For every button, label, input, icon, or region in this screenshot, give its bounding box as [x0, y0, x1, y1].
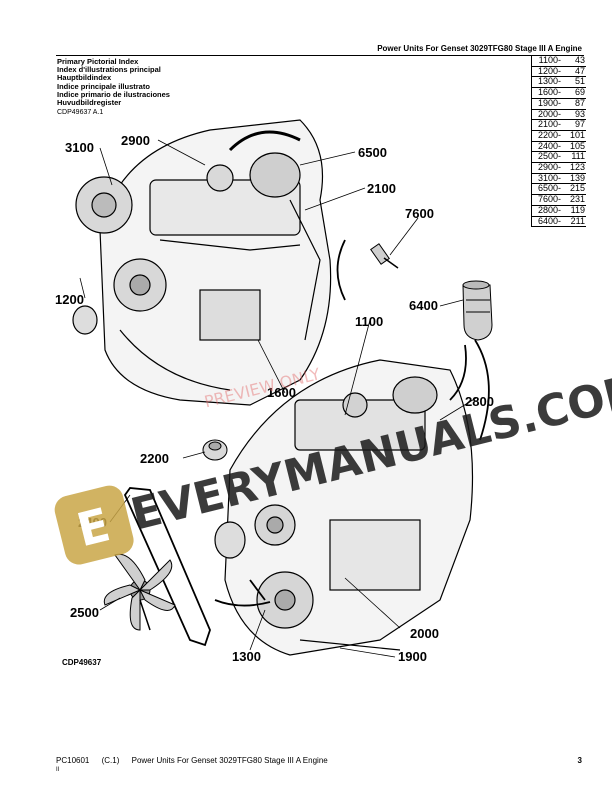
footer-change-code: (C.1) — [101, 756, 120, 765]
index-table-row: 7600-231 — [531, 194, 586, 206]
watermark-logo — [54, 485, 134, 565]
index-group-number: 1300- — [531, 77, 562, 89]
index-table-row: 3100-139 — [531, 173, 586, 185]
index-page-number: 231 — [562, 194, 586, 206]
callout-1200: 1200 — [55, 292, 84, 307]
fan-illustration — [103, 553, 176, 631]
callout-6400: 6400 — [409, 298, 438, 313]
callout-2100: 2100 — [367, 181, 396, 196]
index-table-row: 6400-211 — [531, 216, 586, 228]
index-title-de: Hauptbildindex — [57, 73, 112, 83]
header-divider — [56, 55, 584, 56]
leader-lines — [79, 139, 477, 658]
index-group-number: 2900- — [531, 162, 562, 174]
thermostat-illustration — [202, 439, 228, 461]
index-page-number: 215 — [562, 184, 586, 196]
index-page-number: 47 — [562, 66, 586, 78]
index-table-row: 2100-97 — [531, 119, 586, 131]
index-group-number: 2800- — [531, 205, 562, 217]
index-title-fr: Index d'illustrations principal — [57, 65, 161, 75]
index-page-number: 69 — [562, 87, 586, 99]
index-table-row: 1600-69 — [531, 87, 586, 99]
callout-1300: 1300 — [232, 649, 261, 664]
index-page-number: 87 — [562, 98, 586, 110]
index-titles: Primary Pictorial Index Index d'illustra… — [57, 57, 170, 108]
reference-code: CDP49637 A.1 — [57, 109, 104, 116]
index-title-es: Indice primario de ilustraciones — [57, 89, 170, 99]
hose-illustration — [462, 280, 493, 341]
index-page-number: 139 — [562, 173, 586, 185]
index-group-number: 2500- — [531, 152, 562, 164]
index-group-number: 2400- — [531, 141, 562, 153]
footer-doc-number: PC10601 — [56, 756, 90, 765]
index-table-row: 2800-119 — [531, 205, 586, 217]
index-page-number: 51 — [562, 77, 586, 89]
callout-6500: 6500 — [358, 145, 387, 160]
index-group-number: 2000- — [531, 109, 562, 121]
callout-2200: 2200 — [140, 451, 169, 466]
connector-curves — [214, 239, 490, 607]
page-number: 3 — [577, 756, 582, 765]
callout-2000: 2000 — [410, 626, 439, 641]
index-table-row: 2900-123 — [531, 162, 586, 174]
lower-engine-illustration — [214, 359, 474, 656]
index-group-number: 7600- — [531, 194, 562, 206]
callout-1900: 1900 — [398, 649, 427, 664]
index-table-row: 1300-51 — [531, 77, 586, 89]
callout-2800: 2800 — [465, 394, 494, 409]
footer-title: Power Units For Genset 3029TFG80 Stage I… — [131, 756, 328, 765]
index-group-number: 1600- — [531, 87, 562, 99]
sensor-illustration — [370, 243, 399, 269]
index-group-number: 2100- — [531, 119, 562, 131]
index-title-en: Primary Pictorial Index — [57, 57, 139, 66]
footer: PC10601 (C.1) Power Units For Genset 302… — [56, 756, 338, 765]
callout-2500: 2500 — [70, 605, 99, 620]
fan-belt-illustration — [123, 487, 211, 647]
index-page-number: 119 — [562, 205, 586, 217]
index-group-number: 3100- — [531, 173, 562, 185]
index-group-number: 2200- — [531, 130, 562, 142]
index-table-row: 2000-93 — [531, 109, 586, 121]
index-group-number: 1200- — [531, 66, 562, 78]
index-page-number: 101 — [562, 130, 586, 142]
callout-2900: 2900 — [121, 133, 150, 148]
callout-1600: 1600 — [267, 385, 296, 400]
index-page-number: 93 — [562, 109, 586, 121]
index-page-number: 123 — [562, 162, 586, 174]
index-page-number: 211 — [562, 216, 586, 228]
callout-3100: 3100 — [65, 140, 94, 155]
index-page-number: 105 — [562, 141, 586, 153]
index-page-number: 43 — [562, 55, 586, 67]
index-table-row: 1900-87 — [531, 98, 586, 110]
header-title: Power Units For Genset 3029TFG80 Stage I… — [377, 44, 582, 53]
index-page-number: 111 — [562, 152, 586, 164]
index-title-sv: Huvudbildregister — [57, 98, 122, 108]
index-table-row: 2500-111 — [531, 152, 586, 164]
index-title-it: Indice principale illustrato — [57, 81, 150, 91]
footer-section: II — [56, 767, 60, 773]
index-table-row: 6500-215 — [531, 184, 586, 196]
index-group-number: 6500- — [531, 184, 562, 196]
index-group-number: 1100- — [531, 55, 562, 67]
index-page-number: 97 — [562, 119, 586, 131]
index-table-row: 2200-101 — [531, 130, 586, 142]
callout-1100: 1100 — [355, 314, 383, 329]
index-group-number: 1900- — [531, 98, 562, 110]
index-table-row: 1200-47 — [531, 66, 586, 78]
upper-engine-illustration — [72, 119, 332, 406]
index-table-row: 1100-43 — [531, 55, 586, 67]
figure-code: CDP49637 — [62, 658, 102, 667]
index-table-row: 2400-105 — [531, 141, 586, 153]
index-group-number: 6400- — [531, 216, 562, 228]
callout-7600: 7600 — [405, 206, 434, 221]
